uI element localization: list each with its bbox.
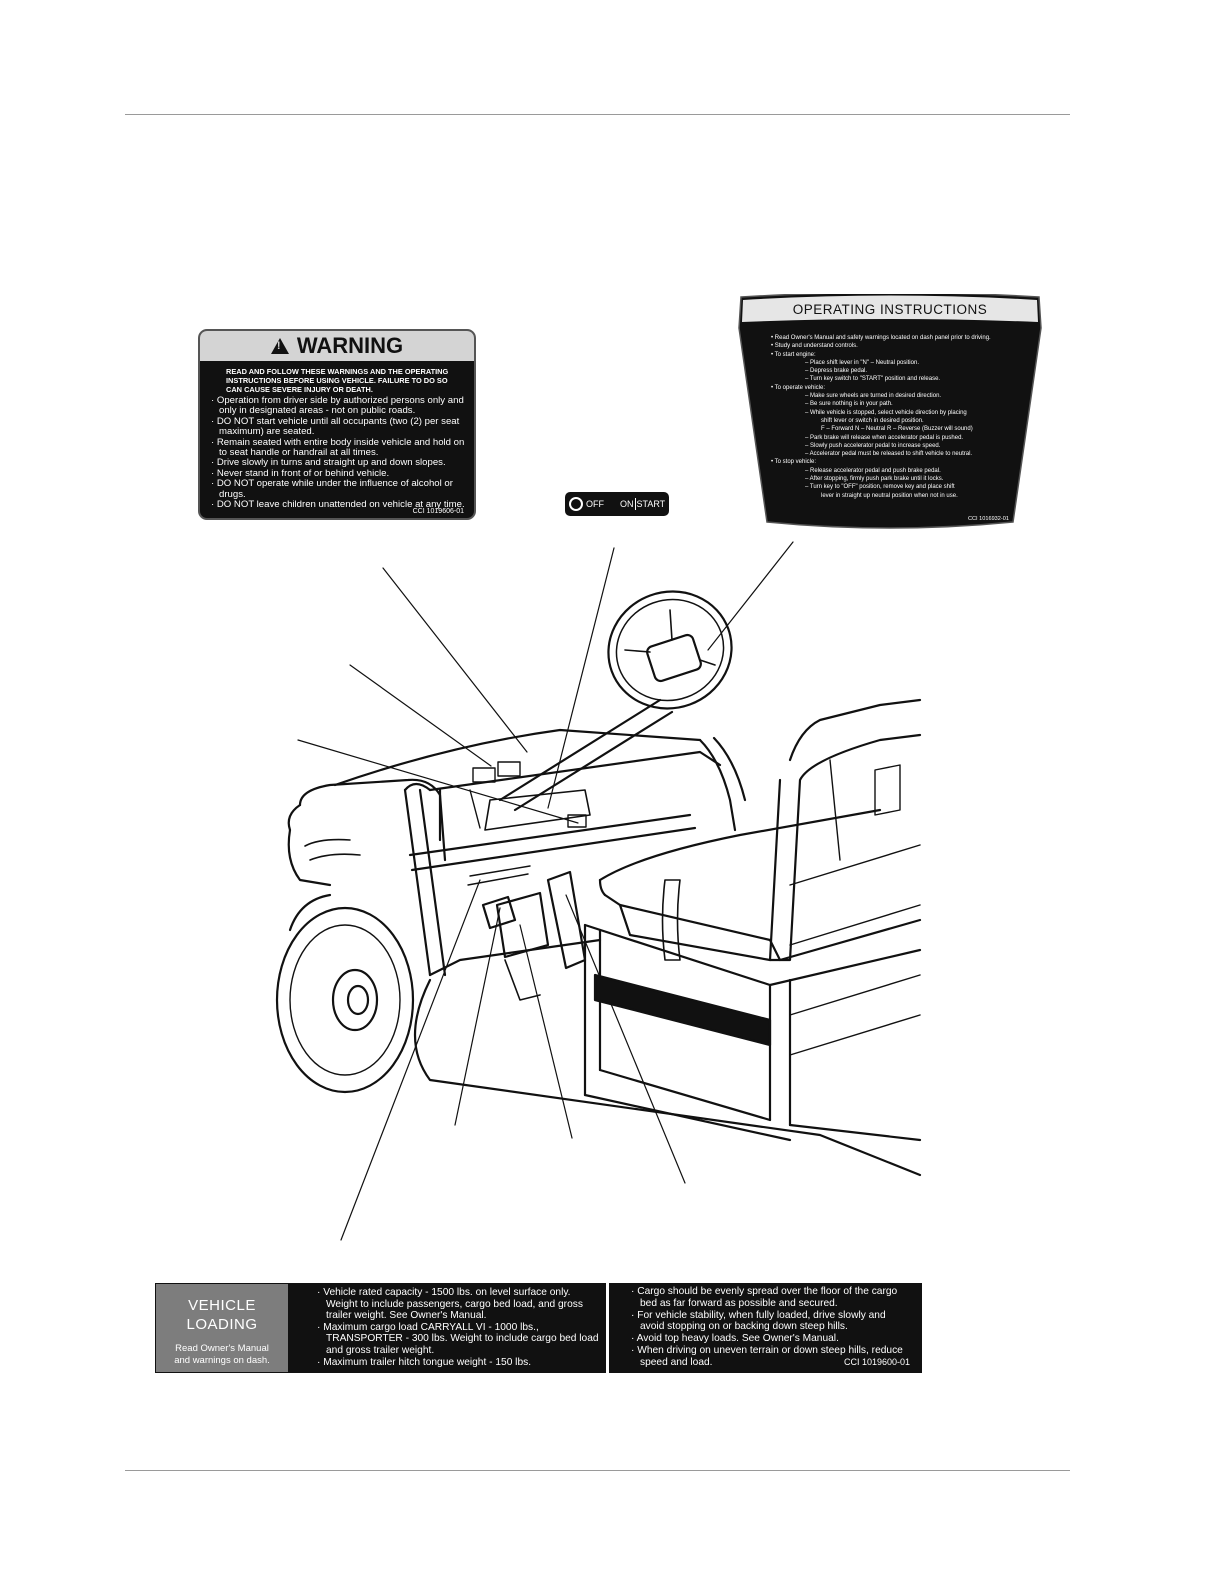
warning-header: WARNING (200, 331, 474, 361)
operating-line: – Be sure nothing is in your path. (805, 401, 893, 408)
loading-subtitle-line1: Read Owner's Manual (175, 1343, 269, 1354)
operating-title: OPERATING INSTRUCTIONS (792, 302, 988, 317)
operating-line: – Release accelerator pedal and push bra… (805, 467, 941, 474)
operating-decal-shape (738, 294, 1042, 529)
loading-item: When driving on uneven terrain or down s… (631, 1345, 912, 1369)
warning-list: Operation from driver side by authorized… (200, 395, 474, 510)
loading-item: Avoid top heavy loads. See Owner's Manua… (631, 1333, 912, 1345)
operating-line: • Read Owner's Manual and safety warning… (771, 335, 991, 341)
loading-item: Cargo should be evenly spread over the f… (631, 1286, 912, 1310)
loading-item: For vehicle stability, when fully loaded… (631, 1310, 912, 1334)
loading-middle-panel: Vehicle rated capacity - 1500 lbs. on le… (289, 1283, 609, 1373)
warning-triangle-icon (270, 338, 289, 354)
loading-title-line2: LOADING (186, 1316, 258, 1333)
operating-line: lever in straight up neutral position wh… (821, 492, 958, 499)
warning-item: DO NOT operate while under the influence… (211, 479, 468, 500)
operating-instructions-decal: OPERATING INSTRUCTIONS • Read Owner's Ma… (737, 294, 1043, 529)
operating-line: • To stop vehicle: (771, 459, 817, 466)
operating-line: – Place shift lever in "N" – Neutral pos… (805, 359, 919, 366)
loading-item: Maximum cargo load CARRYALL VI - 1000 lb… (317, 1322, 600, 1357)
operating-line: – Turn key to "OFF" position, remove key… (805, 484, 955, 491)
operating-lines: • Read Owner's Manual and safety warning… (771, 334, 1041, 500)
operating-line: • To start engine: (771, 351, 816, 358)
loading-right-panel: Cargo should be evenly spread over the f… (609, 1283, 922, 1373)
footer-rule (125, 1470, 1070, 1471)
loading-subtitle-line2: and warnings on dash. (174, 1355, 270, 1366)
operating-line: – Park brake will release when accelerat… (805, 434, 964, 441)
key-divider (634, 498, 636, 510)
warning-decal: WARNING READ AND FOLLOW THESE WARNINGS A… (198, 329, 476, 520)
operating-line: – Slowly push accelerator pedal to incre… (805, 442, 941, 449)
warning-item: Remain seated with entire body inside ve… (211, 437, 468, 459)
key-off-label: OFF (586, 499, 604, 509)
loading-item: Maximum trailer hitch tongue weight - 15… (317, 1357, 600, 1369)
operating-line: – After stopping, firmly push park brake… (805, 476, 944, 483)
warning-item: Never stand in front of or behind vehicl… (211, 468, 468, 479)
header-rule (125, 114, 1070, 115)
operating-line: – While vehicle is stopped, select vehic… (805, 409, 967, 416)
key-knob-icon (569, 497, 583, 511)
loading-item: Vehicle rated capacity - 1500 lbs. on le… (317, 1287, 600, 1322)
vehicle-loading-decal: VEHICLE LOADING Read Owner's Manual and … (155, 1283, 922, 1373)
operating-line: – Accelerator pedal must be released to … (805, 451, 973, 458)
loading-title-panel: VEHICLE LOADING Read Owner's Manual and … (155, 1283, 289, 1373)
operating-line: F – Forward N – Neutral R – Reverse (Buz… (821, 426, 973, 433)
warning-intro: READ AND FOLLOW THESE WARNINGS AND THE O… (226, 367, 449, 394)
warning-code: CCI 1019606-01 (412, 508, 464, 515)
operating-line: shift lever or switch in desired positio… (821, 417, 924, 424)
operating-code: CCI 1016932-01 (967, 516, 1009, 522)
warning-title: WARNING (296, 333, 404, 358)
operating-line: • Study and understand controls. (771, 343, 858, 350)
loading-code: CCI 1019600-01 (843, 1357, 910, 1368)
warning-item: Operation from driver side by authorized… (211, 395, 468, 417)
operating-line: – Turn key switch to "START" position an… (805, 376, 941, 383)
operating-line: – Depress brake pedal. (805, 368, 868, 375)
operating-line: – Make sure wheels are turned in desired… (805, 393, 942, 400)
warning-item: DO NOT start vehicle until all occupants… (211, 416, 468, 438)
loading-title-line1: VEHICLE (188, 1297, 256, 1314)
warning-item: Drive slowly in turns and straight up an… (211, 458, 468, 469)
callout-leader-lines (297, 541, 794, 1241)
key-start-label: START (636, 499, 666, 509)
operating-line: • To operate vehicle: (771, 384, 826, 391)
key-switch-decal: OFF ON START (565, 492, 669, 516)
key-on-label: ON (620, 499, 634, 509)
warning-item: DO NOT leave children unattended on vehi… (211, 499, 468, 510)
